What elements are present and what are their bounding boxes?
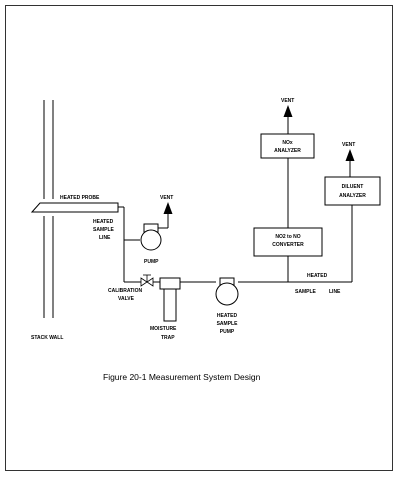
page-border: [5, 5, 393, 471]
heated-sample-line: [118, 206, 141, 283]
heated-sample-line-label-3: LINE: [99, 235, 111, 241]
diluent-analyzer-label-2: ANALYZER: [339, 193, 366, 199]
calibration-valve-label-2: VALVE: [118, 296, 135, 302]
heated-sample-line-label-2: SAMPLE: [93, 227, 115, 233]
no2-converter: [253, 158, 323, 282]
moisture-trap-label-2: TRAP: [161, 335, 175, 341]
no2-converter-label-1: NO2 to NO: [275, 234, 300, 240]
nox-analyzer-label-2: ANALYZER: [274, 148, 301, 154]
heated-line-label-1: HEATED: [307, 273, 328, 279]
stack-wall-label: STACK WALL: [31, 335, 63, 341]
nox-analyzer-label-1: NOx: [282, 140, 293, 146]
calibration-valve: [140, 274, 160, 287]
heated-sample-pump-label-1: HEATED: [217, 313, 238, 319]
heated-sample-pump-label-3: PUMP: [220, 329, 235, 335]
heated-line-label-2: SAMPLE: [295, 289, 317, 295]
moisture-trap: [159, 277, 181, 322]
diluent-analyzer-label-1: DILUENT: [342, 184, 364, 190]
pump: [140, 202, 173, 251]
no2-converter-label-2: CONVERTER: [272, 242, 304, 248]
vent-label-nox: VENT: [281, 98, 294, 104]
vent-label-diluent: VENT: [342, 142, 355, 148]
heated-sample-pump-label-2: SAMPLE: [217, 321, 239, 327]
moisture-trap-label-1: MOISTURE: [150, 326, 177, 332]
stack-wall: [43, 100, 54, 318]
figure-caption: Figure 20-1 Measurement System Design: [103, 372, 261, 382]
nox-analyzer: [260, 105, 315, 159]
pump-label: PUMP: [144, 259, 159, 265]
heated-line-label-3: LINE: [329, 289, 341, 295]
diluent-analyzer: [324, 149, 381, 282]
heated-sample-line-label-1: HEATED: [93, 219, 114, 225]
calibration-valve-label-1: CALIBRATION: [108, 288, 142, 294]
vent-label-pump: VENT: [160, 195, 173, 201]
heated-probe-label: HEATED PROBE: [60, 195, 100, 201]
heated-probe: [30, 202, 119, 213]
heated-sample-pump: [215, 277, 239, 306]
